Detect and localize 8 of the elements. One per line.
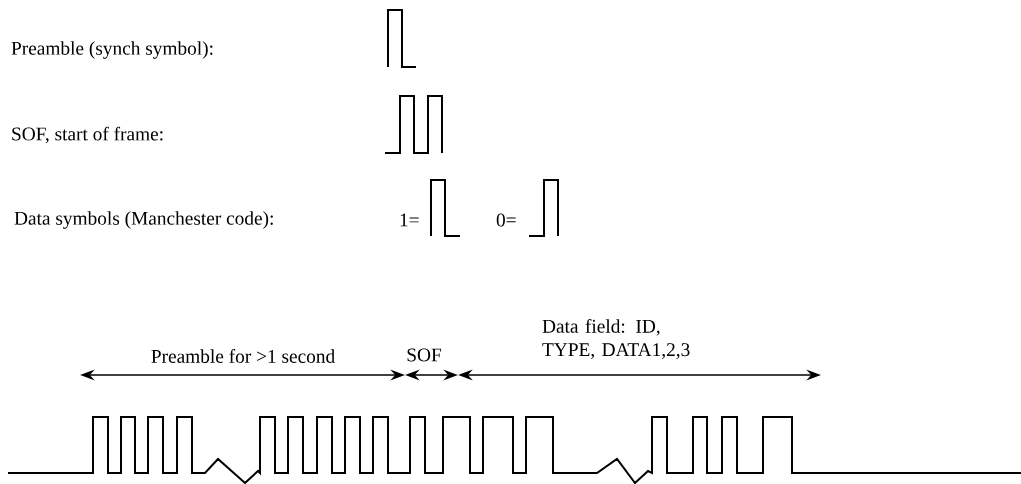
symbol-label: 0= xyxy=(496,213,516,227)
symbol-label: 1= xyxy=(400,213,419,227)
label-text: Preamble (synch symbol): xyxy=(11,41,213,59)
dimension-label: Preamble for >1 second xyxy=(151,349,335,363)
dimension-label: SOF xyxy=(407,348,442,362)
label-text: Data symbols (Manchester code): xyxy=(14,211,273,229)
label-text: SOF, start of frame: xyxy=(12,126,163,144)
dimension-label: Data field: ID, TYPE, DATA1,2,3 xyxy=(542,319,690,359)
